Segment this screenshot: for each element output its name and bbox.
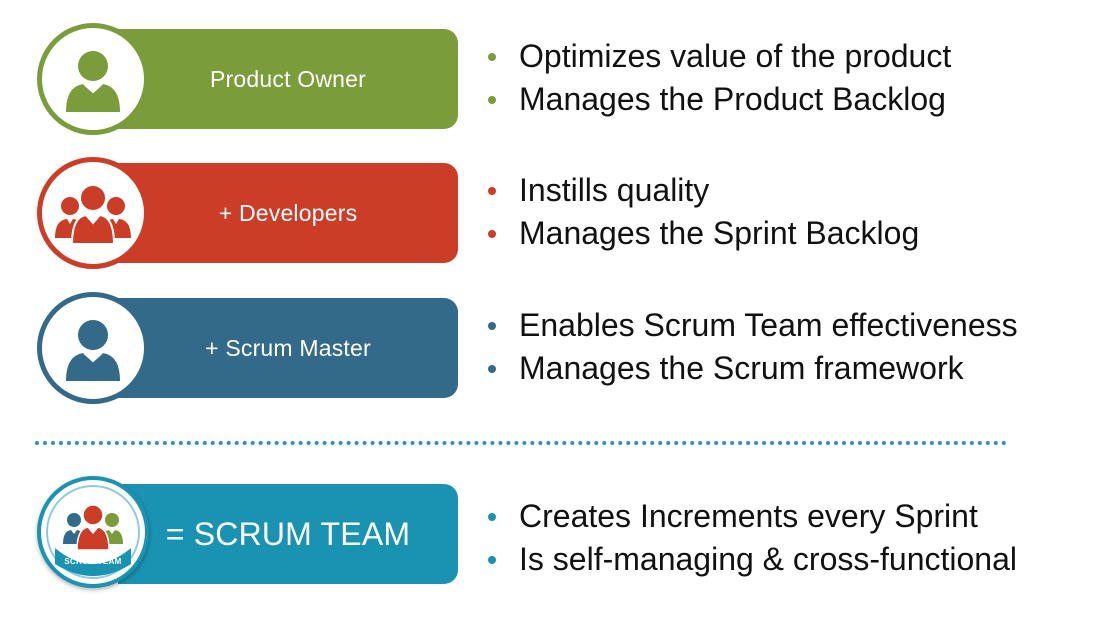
scrum-team-badge-icon (46, 485, 140, 579)
dotted-divider (35, 441, 1007, 445)
scrum-team-bullets: Creates Increments every Sprint Is self-… (486, 495, 1017, 581)
scrum-team-badge-text: SCRUM TEAM (64, 557, 122, 566)
product-owner-icon-circle (37, 23, 149, 135)
single-person-icon (66, 51, 120, 112)
list-item: Enables Scrum Team effectiveness (486, 304, 1018, 347)
product-owner-label: Product Owner (210, 65, 366, 92)
product-owner-band: Product Owner (118, 29, 458, 129)
scrum-master-label: + Scrum Master (205, 334, 371, 361)
list-item: Manages the Product Backlog (486, 78, 951, 121)
scrum-master-bullets: Enables Scrum Team effectiveness Manages… (486, 304, 1018, 390)
developers-band: + Developers (118, 163, 458, 263)
scrum-team-band: = SCRUM TEAM (118, 484, 458, 584)
product-owner-bullets: Optimizes value of the product Manages t… (486, 35, 951, 121)
list-item: Is self-managing & cross-functional (486, 538, 1017, 581)
developers-bullets: Instills quality Manages the Sprint Back… (486, 169, 919, 255)
scrum-master-band: + Scrum Master (118, 298, 458, 398)
list-item: Optimizes value of the product (486, 35, 951, 78)
single-person-icon (66, 320, 120, 381)
developers-label: + Developers (218, 199, 358, 226)
scrum-team-badge: SCRUM TEAM (37, 476, 149, 588)
group-of-people-icon (55, 184, 131, 245)
developers-icon-circle (37, 157, 149, 269)
scrum-team-label: = SCRUM TEAM (165, 515, 411, 552)
list-item: Manages the Scrum framework (486, 347, 1018, 390)
list-item: Creates Increments every Sprint (486, 495, 1017, 538)
list-item: Instills quality (486, 169, 919, 212)
list-item: Manages the Sprint Backlog (486, 212, 919, 255)
scrum-master-icon-circle (37, 292, 149, 404)
